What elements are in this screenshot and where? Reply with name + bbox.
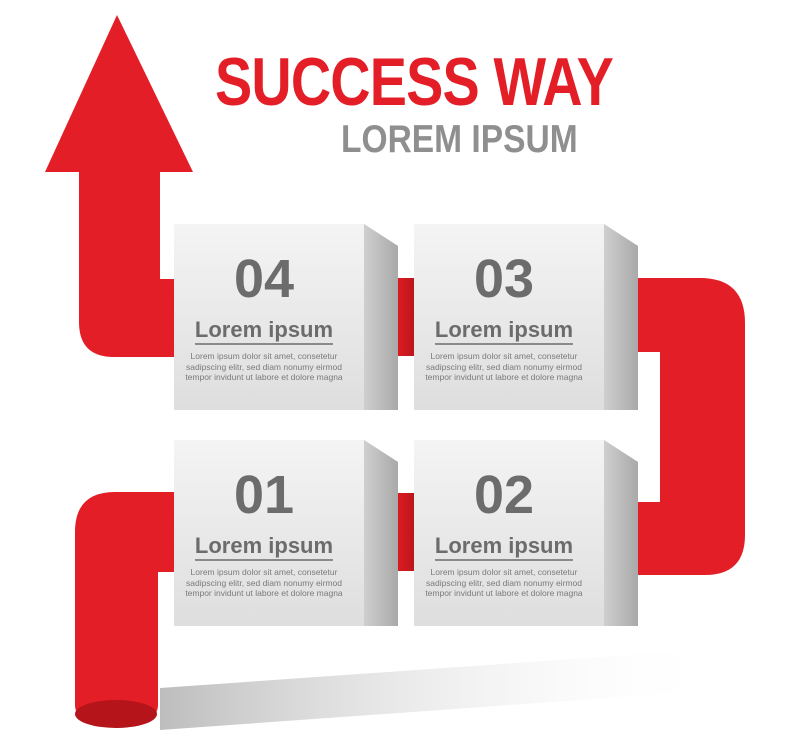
floor-shadow: [160, 650, 720, 730]
step-body: Lorem ipsum dolor sit amet, consetetur s…: [185, 351, 343, 383]
step-heading: Lorem ipsum: [434, 534, 574, 562]
arrow-head: [45, 15, 193, 172]
box-03: [414, 224, 638, 410]
step-card-01: 01 Lorem ipsum Lorem ipsum dolor sit ame…: [169, 440, 359, 626]
ribbon-right-loop: [610, 278, 745, 575]
ribbon-end-cap: [75, 700, 157, 728]
box-02: [414, 440, 638, 626]
step-body: Lorem ipsum dolor sit amet, consetetur s…: [425, 351, 583, 383]
page-subtitle: LOREM IPSUM: [341, 118, 578, 161]
step-body: Lorem ipsum dolor sit amet, consetetur s…: [185, 567, 343, 599]
page-title: SUCCESS WAY: [215, 44, 614, 120]
step-number: 02: [473, 465, 535, 525]
step-card-03: 03 Lorem ipsum Lorem ipsum dolor sit ame…: [409, 224, 599, 410]
box-04: [174, 224, 398, 410]
step-number: 01: [233, 465, 295, 525]
step-heading: Lorem ipsum: [194, 534, 334, 562]
step-heading: Lorem ipsum: [434, 318, 574, 346]
step-heading: Lorem ipsum: [194, 318, 334, 346]
ribbon-arrow-shaft: [79, 172, 178, 357]
step-number: 03: [473, 249, 535, 309]
step-body: Lorem ipsum dolor sit amet, consetetur s…: [425, 567, 583, 599]
step-card-02: 02 Lorem ipsum Lorem ipsum dolor sit ame…: [409, 440, 599, 626]
ribbon-bottom-left: [75, 492, 178, 725]
box-01: [174, 440, 398, 626]
step-card-04: 04 Lorem ipsum Lorem ipsum dolor sit ame…: [169, 224, 359, 410]
step-number: 04: [233, 249, 295, 309]
